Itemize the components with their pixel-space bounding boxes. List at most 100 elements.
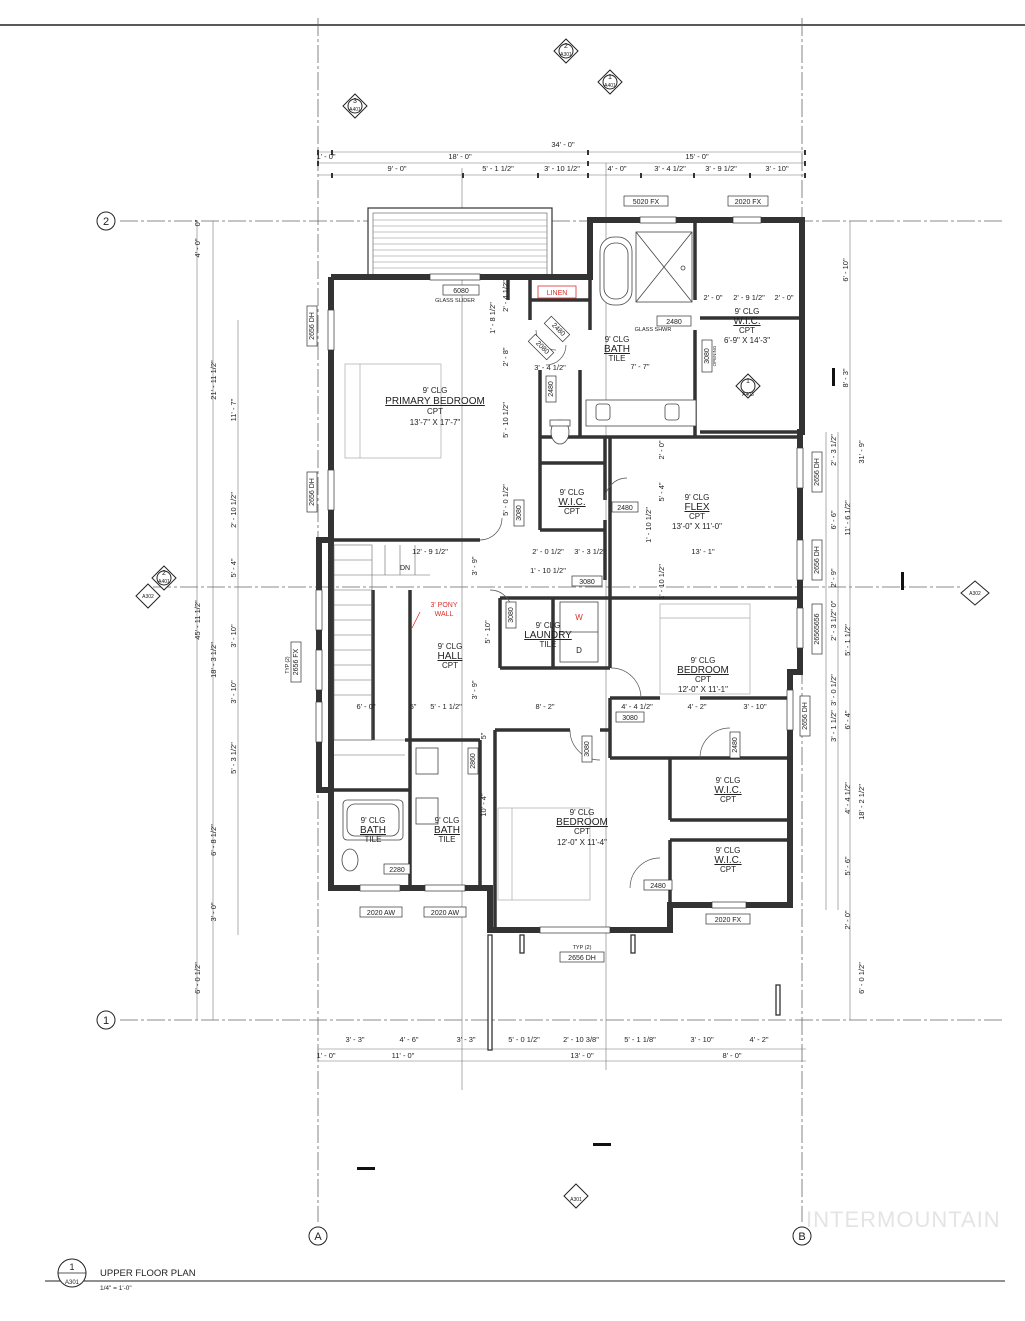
svg-text:A301: A301	[560, 52, 572, 58]
dim-interior: 13' - 1"	[691, 547, 715, 556]
dim-left: 2' - 10 1/2"	[229, 492, 238, 528]
svg-text:A401: A401	[349, 107, 361, 113]
window-tag: 2020 FX	[735, 199, 762, 206]
svg-text:CPT: CPT	[720, 795, 736, 804]
dimension-lines	[196, 151, 851, 1090]
dim-bottom: 5' - 1 1/8"	[624, 1035, 656, 1044]
typ-note: TYP (2)	[285, 656, 291, 673]
glass-shower-note: GLASS SHWR	[635, 327, 672, 333]
grid-bubble-1: 1	[96, 1010, 116, 1030]
dim-interior: 5' - 1 1/2"	[430, 702, 462, 711]
dim-right: 31' - 9"	[857, 440, 866, 464]
section-marker-top-a401: 1 A401	[597, 69, 623, 95]
svg-text:9' CLG: 9' CLG	[438, 642, 463, 651]
svg-text:A301: A301	[570, 1197, 582, 1203]
balcony	[367, 207, 553, 277]
dim-interior: 7' - 7"	[630, 362, 649, 371]
dim-left: 21' - 11 1/2"	[209, 360, 218, 400]
svg-text:TILE: TILE	[609, 354, 626, 363]
svg-text:CPT: CPT	[695, 675, 711, 684]
svg-text:W.I.C.: W.I.C.	[558, 497, 585, 508]
section-marker-left-a401: 3 A401	[342, 93, 368, 119]
room-wic-east-1: 9' CLG W.I.C. CPT	[714, 776, 741, 804]
door-tag: 3080	[516, 505, 523, 521]
drawing-title: UPPER FLOOR PLAN	[100, 1268, 196, 1279]
room-bath-b: 9' CLG BATH TILE	[434, 816, 460, 844]
svg-text:1: 1	[69, 1262, 74, 1272]
dim-right: 2' - 3 1/2"	[829, 434, 838, 466]
section-marker-mid-a401: 2 A401	[151, 565, 177, 591]
washer-label: W	[575, 613, 583, 622]
dryer-label: D	[576, 646, 582, 655]
dim-interior: 5' - 0 1/2"	[501, 484, 510, 516]
svg-text:CPT: CPT	[574, 827, 590, 836]
door-tag: 3080	[584, 741, 591, 757]
room-bath-a: 9' CLG BATH TILE	[360, 816, 386, 844]
dim-top: 18' - 0"	[448, 152, 472, 161]
dim-left: 0"	[193, 219, 202, 226]
svg-text:2: 2	[103, 216, 109, 228]
linen-note: LINEN	[547, 290, 568, 297]
door-tag: 2280	[389, 867, 405, 874]
dim-left: 11' - 7"	[229, 398, 238, 421]
dim-interior: 4' - 2"	[687, 702, 706, 711]
dim-interior: 1' - 8 1/2"	[488, 302, 497, 334]
dim-right: 18' - 2 1/2"	[857, 784, 866, 820]
svg-text:12'-0" X 11'-4": 12'-0" X 11'-4"	[557, 838, 607, 847]
dim-interior: 1' - 10 1/2"	[530, 566, 566, 575]
dims-right: 6' - 10" 8' - 3" 31' - 9" 2' - 3 1/2" 11…	[829, 258, 866, 994]
pony-wall-note: 3' PONY	[430, 602, 457, 609]
svg-text:B: B	[798, 1231, 805, 1243]
door-tag: 2480	[548, 381, 555, 397]
dim-interior: 12' - 9 1/2"	[412, 547, 448, 556]
room-wic-small: 9' CLG W.I.C. CPT	[558, 488, 585, 516]
svg-text:A301: A301	[65, 1280, 80, 1286]
dim-interior: 5' - 10 1/2"	[501, 402, 510, 438]
door-tag: 2480	[617, 505, 633, 512]
svg-text:BEDROOM: BEDROOM	[677, 665, 729, 676]
svg-text:3: 3	[353, 98, 357, 105]
dim-left: 3' - 10"	[229, 680, 238, 704]
window-tag: 2020 FX	[715, 917, 742, 924]
dim-left: 5' - 3 1/2"	[229, 742, 238, 774]
dim-bottom: 11' - 0"	[392, 1051, 415, 1060]
svg-text:2: 2	[564, 43, 568, 50]
svg-text:9' CLG: 9' CLG	[716, 846, 741, 855]
dim-interior: 2' - 8"	[501, 347, 510, 366]
grid-bubble-a: A	[308, 1226, 328, 1246]
section-cut-ticks	[357, 368, 904, 1170]
typ-note: TYP (2)	[573, 945, 592, 951]
dim-bottom: 3' - 10"	[690, 1035, 714, 1044]
door-tag: 3080	[622, 715, 638, 722]
dim-interior: 2' - 0"	[774, 293, 793, 302]
window-tag: 26565656	[814, 613, 821, 644]
svg-text:9' CLG: 9' CLG	[361, 816, 386, 825]
dim-bottom: 4' - 2"	[749, 1035, 768, 1044]
fixtures	[341, 231, 697, 872]
window-tag: 6080	[453, 288, 469, 295]
dim-left: 5' - 4"	[229, 558, 238, 577]
svg-text:9' CLG: 9' CLG	[570, 808, 595, 817]
door-tag: 2480	[666, 319, 682, 326]
dim-right: 6' - 4"	[843, 710, 852, 729]
grid-bubble-2: 2	[96, 211, 116, 231]
dim-top: 1' - 0"	[316, 152, 335, 161]
svg-text:A401: A401	[604, 83, 616, 89]
dim-interior: 5' - 4"	[657, 482, 666, 501]
dim-interior: 3' - 9"	[470, 556, 479, 575]
svg-text:1: 1	[103, 1015, 109, 1027]
svg-text:1: 1	[608, 74, 612, 81]
dim-top: 9' - 0"	[387, 164, 406, 173]
room-bath-primary: 9' CLG BATH TILE	[604, 335, 630, 363]
svg-text:FLEX: FLEX	[684, 502, 709, 513]
svg-text:A302: A302	[969, 591, 981, 597]
svg-text:A302: A302	[142, 594, 154, 600]
door-tag: 2480	[650, 883, 666, 890]
svg-text:W.I.C.: W.I.C.	[714, 855, 741, 866]
pony-wall-note: WALL	[435, 611, 454, 618]
dim-interior: 2' - 0 1/2"	[532, 547, 564, 556]
svg-text:1: 1	[746, 378, 750, 385]
svg-text:2: 2	[162, 570, 166, 577]
dim-right: 0"	[829, 600, 838, 607]
